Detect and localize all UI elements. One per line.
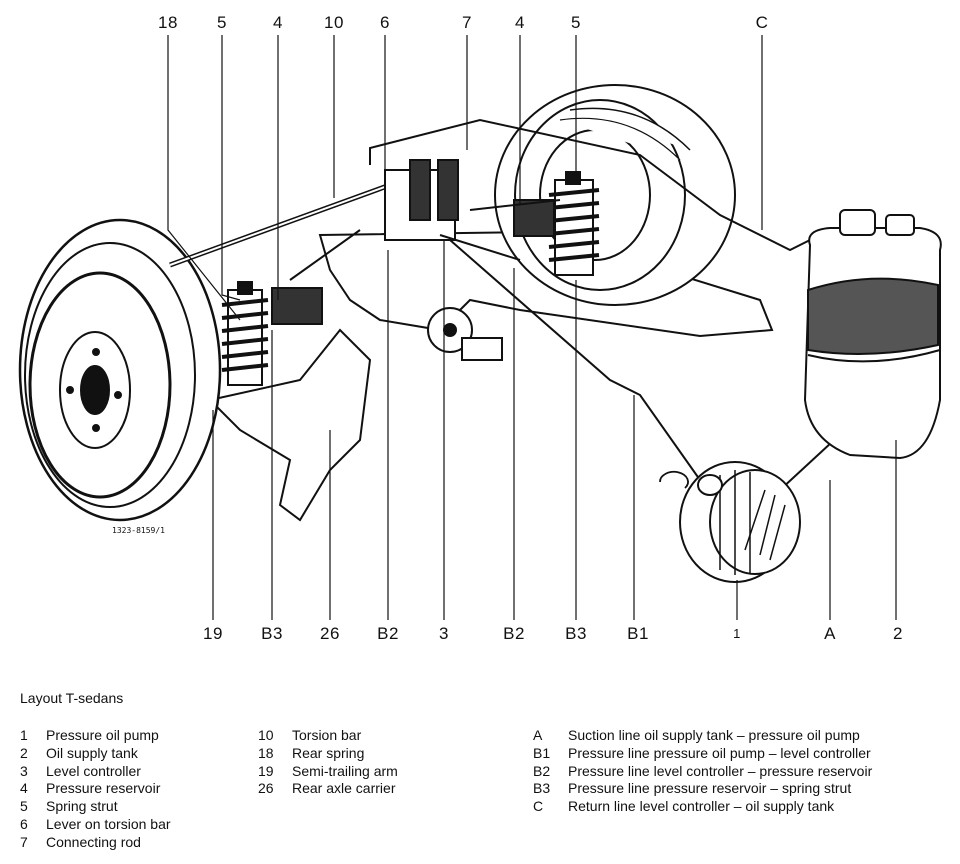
level-controller	[384, 159, 459, 241]
callout-B2: B2	[377, 624, 399, 643]
legend-row: 6 Lever on torsion bar	[20, 816, 171, 834]
legend-row: C Return line level controller – oil supp…	[533, 798, 872, 816]
legend-row: B3 Pressure line pressure reservoir – spr…	[533, 780, 872, 798]
legend-row: 5 Spring strut	[20, 798, 171, 816]
oil-supply-tank	[803, 209, 942, 460]
callout-B2b: B2	[503, 624, 525, 643]
legend-text: Lever on torsion bar	[46, 815, 171, 832]
legend-text: Return line level controller – oil suppl…	[568, 798, 835, 815]
callout-4b: 4	[515, 13, 525, 32]
legend-text: Level controller	[46, 762, 141, 779]
legend-key: B3	[533, 780, 551, 797]
legend-text: Spring strut	[46, 798, 118, 815]
suspension-diagram: 18 5 4 10 6 7 4 5 C 1323-8159/1 19 B3 26…	[18, 13, 942, 643]
legend-row: B2 Pressure line level controller – press…	[533, 763, 872, 781]
legend-row: 3 Level controller	[20, 763, 171, 781]
legend-row: 18 Rear spring	[258, 745, 398, 763]
suspension-drawing	[18, 35, 942, 620]
legend-text: Torsion bar	[292, 727, 362, 743]
legend-key: 4	[20, 780, 28, 797]
legend-key: 19	[258, 762, 274, 779]
callout-5: 5	[217, 13, 227, 32]
legend-row: 19 Semi-trailing arm	[258, 763, 398, 781]
callout-18: 18	[158, 13, 178, 32]
legend-text: Pressure line pressure oil pump – level …	[568, 744, 871, 761]
line-C	[369, 118, 831, 252]
legend-key: 3	[20, 762, 28, 779]
legend-numbers-2: 10 Torsion bar 18 Rear spring 19 Semi-trail…	[258, 727, 398, 798]
legend-text: Suction line oil supply tank – pressure …	[568, 727, 860, 743]
legend-key: 2	[20, 744, 28, 761]
right-wheel	[494, 84, 736, 306]
legend-row: A Suction line oil supply tank – pressure…	[533, 727, 872, 745]
legend-text: Rear axle carrier	[292, 780, 396, 797]
legend-text: Semi-trailing arm	[292, 762, 398, 779]
legend-key: 6	[20, 815, 28, 832]
callout-C: C	[755, 13, 769, 32]
differential	[427, 307, 503, 361]
callout-6: 6	[380, 13, 390, 32]
callout-1: 1	[733, 626, 741, 641]
callout-4: 4	[273, 13, 283, 32]
callout-3: 3	[439, 624, 449, 643]
callout-A: A	[824, 624, 836, 643]
legend-key: B2	[533, 762, 551, 779]
pressure-reservoir-right	[513, 199, 555, 237]
legend-key: C	[533, 798, 544, 815]
legend-text: Oil supply tank	[46, 744, 138, 761]
legend-text: Pressure line level controller – pressur…	[568, 762, 873, 779]
pressure-oil-pump	[659, 461, 801, 583]
leader-lines	[167, 35, 897, 620]
legend-row: 1 Pressure oil pump	[20, 727, 171, 745]
legend-key: 7	[20, 833, 28, 850]
legend-key: 26	[258, 780, 274, 797]
legend-text: Rear spring	[292, 744, 365, 761]
legend-key: 1	[20, 727, 28, 743]
legend-row: 7 Connecting rod	[20, 834, 171, 852]
legend-text: Pressure oil pump	[46, 727, 159, 743]
left-wheel	[18, 218, 222, 522]
callout-10: 10	[324, 13, 344, 32]
legend-key: 5	[20, 798, 28, 815]
legend-row: B1 Pressure line pressure oil pump – leve…	[533, 745, 872, 763]
legend-key: B1	[533, 744, 551, 761]
legend-key: A	[533, 727, 543, 743]
legend-text: Pressure line pressure reservoir – sprin…	[568, 780, 852, 797]
callout-B3b: B3	[565, 624, 587, 643]
caption-title: Layout T-sedans	[20, 690, 124, 706]
callout-26: 26	[320, 624, 340, 643]
callout-2: 2	[893, 624, 903, 643]
legend-row: 10 Torsion bar	[258, 727, 398, 745]
callout-5b: 5	[571, 13, 581, 32]
callout-B3: B3	[261, 624, 283, 643]
spring-strut-right	[548, 171, 600, 276]
legend-key: 18	[258, 744, 274, 761]
legend-text: Connecting rod	[46, 833, 141, 850]
drawing-code: 1323-8159/1	[112, 526, 165, 535]
line-B2	[439, 234, 521, 261]
line-B1	[449, 239, 701, 481]
hydraulic-lines	[289, 118, 846, 491]
legend-text: Pressure reservoir	[46, 780, 161, 797]
callout-7: 7	[462, 13, 472, 32]
legend-row: 26 Rear axle carrier	[258, 780, 398, 798]
callout-B1: B1	[627, 624, 649, 643]
legend-row: 4 Pressure reservoir	[20, 780, 171, 798]
legend-lines: A Suction line oil supply tank – pressure…	[533, 727, 872, 816]
legend-key: 10	[258, 727, 274, 743]
legend-row: 2 Oil supply tank	[20, 745, 171, 763]
spring-strut-left	[221, 281, 269, 386]
callout-19: 19	[203, 624, 223, 643]
pressure-reservoir-left	[271, 287, 323, 325]
line-B3	[289, 199, 561, 281]
